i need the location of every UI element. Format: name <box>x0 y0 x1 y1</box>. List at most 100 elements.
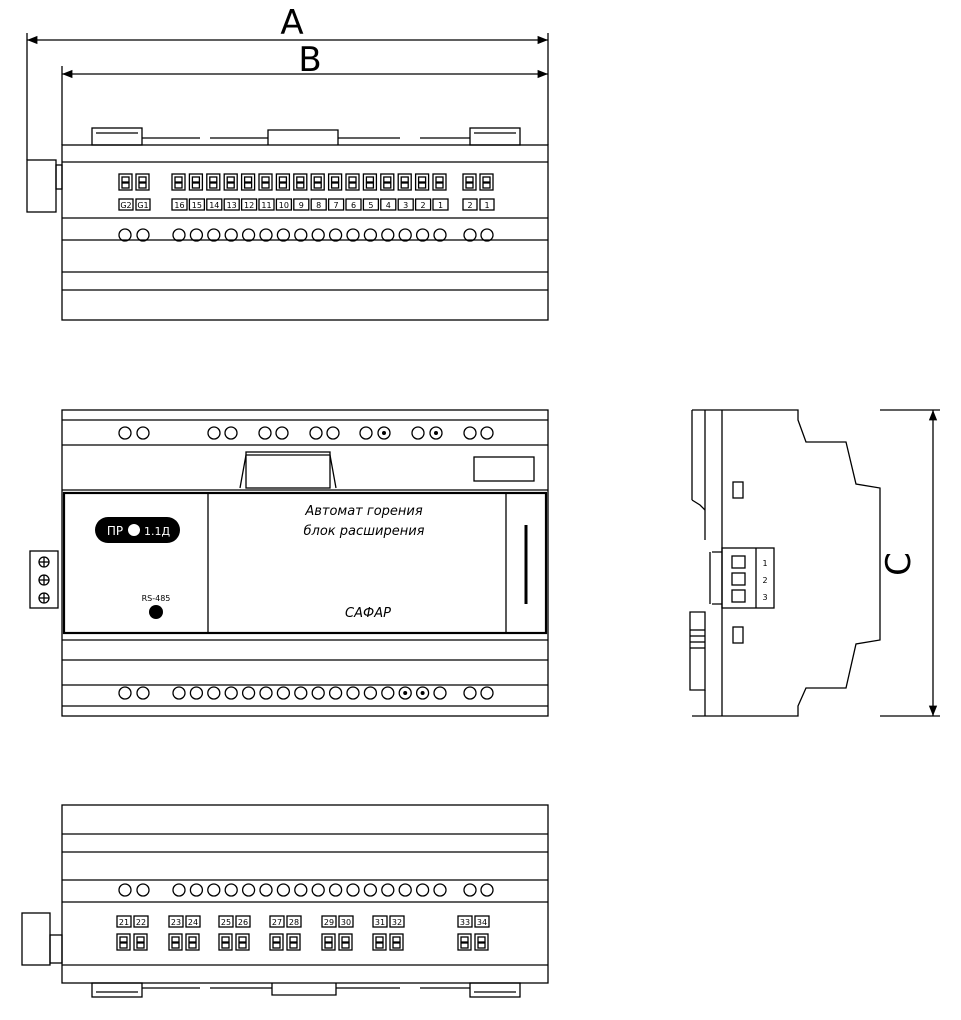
front-top-screw <box>207 426 221 440</box>
front-top-screws <box>118 426 494 440</box>
bottom-screw-hole <box>294 883 308 897</box>
front-top-screw <box>429 426 443 440</box>
top-screw-hole <box>328 228 343 242</box>
top-label-text: 11 <box>261 201 271 210</box>
top-terminal <box>118 173 133 191</box>
side-label-2: 2 <box>762 576 767 585</box>
front-top-screw <box>118 426 132 440</box>
bottom-screw-hole <box>311 883 325 897</box>
front-top-screw <box>326 426 340 440</box>
bottom-label: 31 <box>372 915 388 928</box>
top-terminal <box>293 173 308 191</box>
bottom-label: 32 <box>389 915 405 928</box>
top-terminal-block <box>118 173 494 191</box>
bottom-terminal <box>338 933 353 951</box>
top-terminal <box>310 173 325 191</box>
top-label-text: 14 <box>209 201 219 210</box>
top-screw-hole <box>118 228 132 242</box>
top-terminal <box>397 173 412 191</box>
top-terminal <box>462 173 477 191</box>
bottom-label-text: 29 <box>324 918 334 927</box>
bottom-screw-hole <box>136 883 150 897</box>
top-screw-hole <box>480 228 494 242</box>
front-top-screw <box>275 426 289 440</box>
bottom-terminal <box>185 933 200 951</box>
front-top-screw <box>258 426 272 440</box>
bottom-label: 34 <box>474 915 490 928</box>
top-screw-hole <box>276 228 291 242</box>
front-bottom-screw <box>259 686 273 700</box>
top-terminal <box>171 173 186 191</box>
bottom-label: 26 <box>235 915 251 928</box>
bottom-label-text: 34 <box>477 918 487 927</box>
dimension-b-label: B <box>298 40 321 80</box>
panel-title-line2: блок расширения <box>304 524 425 539</box>
dimension-c-label: C <box>879 552 919 576</box>
dimension-c: C <box>879 409 940 717</box>
top-terminal <box>380 173 395 191</box>
front-bottom-screw <box>118 686 132 700</box>
front-bottom-screw <box>433 686 447 700</box>
top-label-text: 1 <box>484 201 489 210</box>
top-label-text: G2 <box>120 201 131 210</box>
top-label-text: 2 <box>421 201 426 210</box>
front-bottom-screw <box>207 686 221 700</box>
bottom-label-text: 21 <box>119 918 129 927</box>
top-label: 12 <box>240 198 258 211</box>
top-screw-hole <box>172 228 186 242</box>
bottom-terminal <box>133 933 148 951</box>
bottom-label: 29 <box>321 915 337 928</box>
front-top-screw <box>480 426 494 440</box>
front-top-screw <box>224 426 238 440</box>
top-label: 10 <box>275 198 293 211</box>
bottom-label-text: 33 <box>460 918 470 927</box>
bottom-screw-hole <box>415 883 430 897</box>
bottom-label: 22 <box>133 915 149 928</box>
top-label: 8 <box>310 198 327 211</box>
front-bottom-screw <box>224 686 238 700</box>
top-label-text: 7 <box>334 201 339 210</box>
top-label: 7 <box>327 198 345 211</box>
top-terminal <box>432 173 447 191</box>
top-label: 4 <box>380 198 397 211</box>
bottom-label-text: 28 <box>289 918 299 927</box>
dimension-b: B <box>61 40 548 145</box>
top-terminal <box>362 173 378 191</box>
top-label: 1 <box>479 198 495 211</box>
bottom-terminal <box>474 933 489 951</box>
top-label: 2 <box>462 198 478 211</box>
top-label-text: 6 <box>351 201 356 210</box>
front-bottom-screw <box>363 686 378 700</box>
top-label: 9 <box>293 198 310 211</box>
top-terminal <box>240 173 256 191</box>
bottom-screw-hole <box>207 883 221 897</box>
top-terminal <box>135 173 150 191</box>
bottom-label-text: 32 <box>392 918 402 927</box>
bottom-terminal <box>269 933 284 951</box>
dimension-a: A <box>26 3 549 160</box>
top-screw-hole <box>294 228 308 242</box>
bottom-terminal <box>235 933 250 951</box>
front-bottom-screw <box>381 686 395 700</box>
top-label-text: 12 <box>244 201 254 210</box>
top-screw-hole <box>311 228 325 242</box>
bottom-terminal <box>321 933 336 951</box>
bottom-label: 25 <box>218 915 234 928</box>
front-top-screw <box>359 426 373 440</box>
bottom-screw-hole <box>346 883 360 897</box>
front-bottom-screw <box>189 686 204 700</box>
top-screw-hole <box>136 228 150 242</box>
front-view: ПР 1.1Д RS-485 Автомат горения блок расш… <box>29 409 549 717</box>
brand-logo: ПР 1.1Д <box>95 517 180 543</box>
rs485-label: RS-485 <box>142 594 171 603</box>
top-label: G1 <box>135 198 151 211</box>
front-bottom-screw <box>276 686 291 700</box>
top-label: 2 <box>414 198 432 211</box>
top-label: 3 <box>397 198 414 211</box>
top-label: 15 <box>188 198 206 211</box>
top-label-text: 16 <box>174 201 184 210</box>
front-top-screw <box>136 426 150 440</box>
front-bottom-screw <box>136 686 150 700</box>
